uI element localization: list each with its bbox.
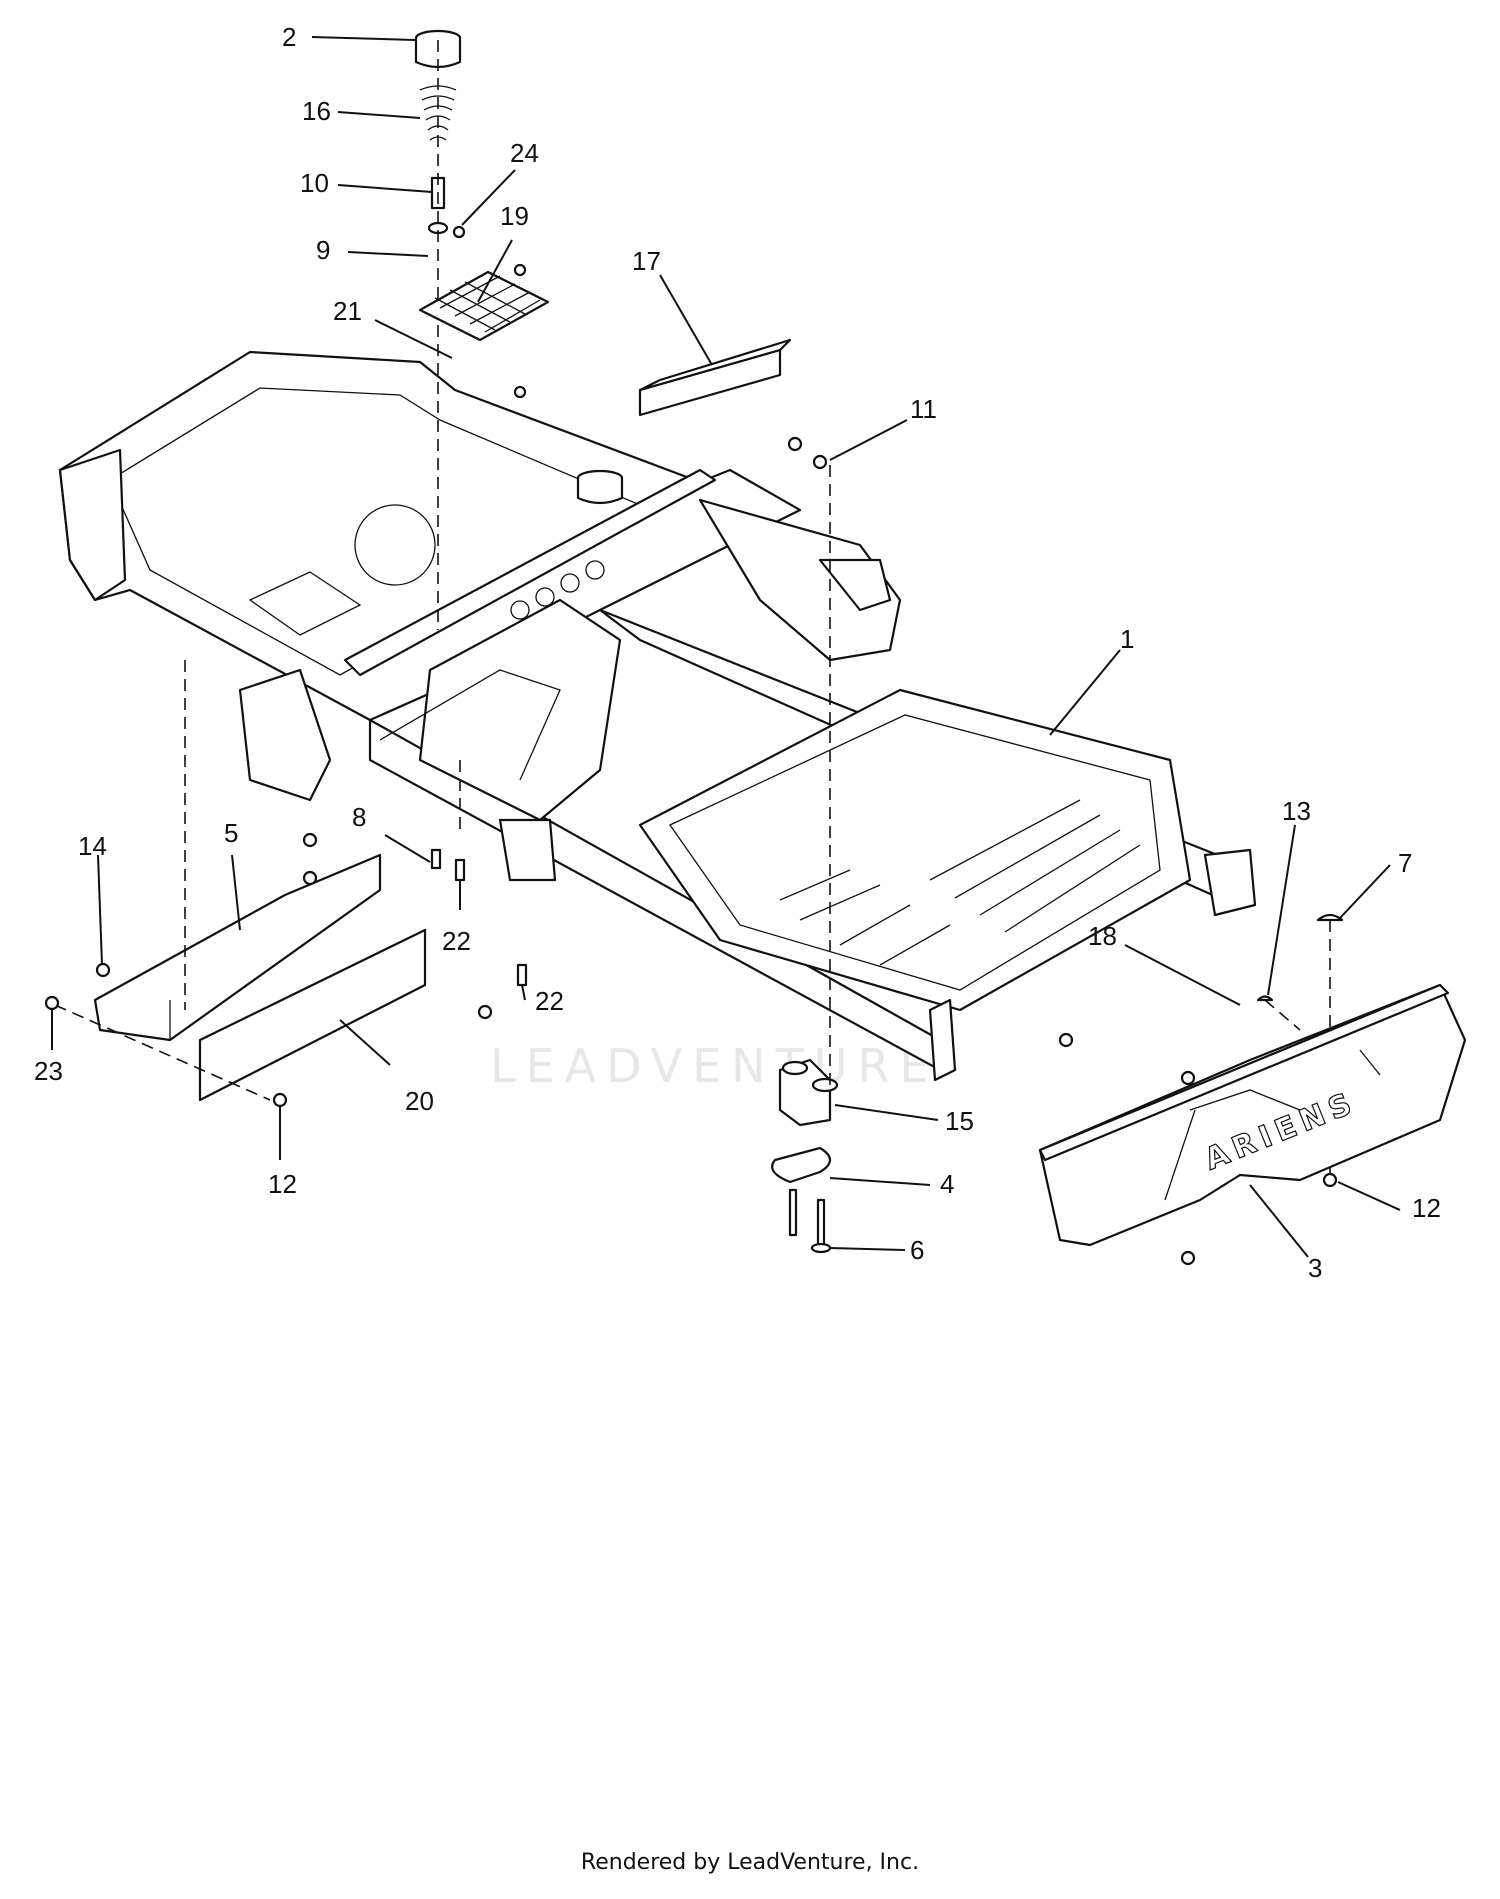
footer-credit: Rendered by LeadVenture, Inc.: [580, 1850, 920, 1875]
callout-14: 14: [78, 831, 107, 861]
callout-12-b: 12: [1412, 1193, 1441, 1223]
callout-22-b: 22: [535, 986, 564, 1016]
callout-10: 10: [300, 168, 329, 198]
callout-13: 13: [1282, 796, 1311, 826]
bracket-17: [638, 338, 792, 417]
front-bumper: ARIENS: [1038, 983, 1467, 1247]
leader-lines: [51, 36, 1401, 1258]
callout-22-a: 22: [442, 926, 471, 956]
side-plate-5: [93, 853, 382, 1042]
hinge-15: [778, 1058, 839, 1127]
callout-24: 24: [510, 138, 539, 168]
callout-5: 5: [224, 818, 238, 848]
callout-8: 8: [352, 802, 366, 832]
frame-bumper: [576, 469, 624, 505]
callout-20: 20: [405, 1086, 434, 1116]
callout-16: 16: [302, 96, 331, 126]
callout-11: 11: [910, 394, 937, 424]
callout-2: 2: [282, 22, 296, 52]
callout-12-a: 12: [268, 1169, 297, 1199]
callout-17: 17: [632, 246, 661, 276]
side-plate-20: [198, 928, 427, 1102]
callout-21: 21: [333, 296, 362, 326]
callout-labels: 2 16 10 24 9 19 17 21 11 1 8 5 14 22 22 …: [34, 22, 1441, 1283]
callout-4: 4: [940, 1169, 954, 1199]
callout-7: 7: [1398, 848, 1412, 878]
callout-3: 3: [1308, 1253, 1322, 1283]
callout-23: 23: [34, 1056, 63, 1086]
mesh-grate: [418, 270, 550, 342]
callout-18: 18: [1088, 921, 1117, 951]
callout-15: 15: [945, 1106, 974, 1136]
seat-bumper-stack: [414, 29, 462, 630]
main-frame: [58, 350, 1257, 1082]
hardware: [44, 225, 1344, 1266]
parts-diagram: LEADVENTURE: [34, 22, 1467, 1283]
callout-9: 9: [316, 235, 330, 265]
callout-19: 19: [500, 201, 529, 231]
pins-6: [788, 1188, 832, 1254]
plate-4: [771, 1146, 832, 1184]
callout-6: 6: [910, 1235, 924, 1265]
callout-1: 1: [1120, 624, 1134, 654]
watermark: LEADVENTURE: [490, 1039, 939, 1093]
